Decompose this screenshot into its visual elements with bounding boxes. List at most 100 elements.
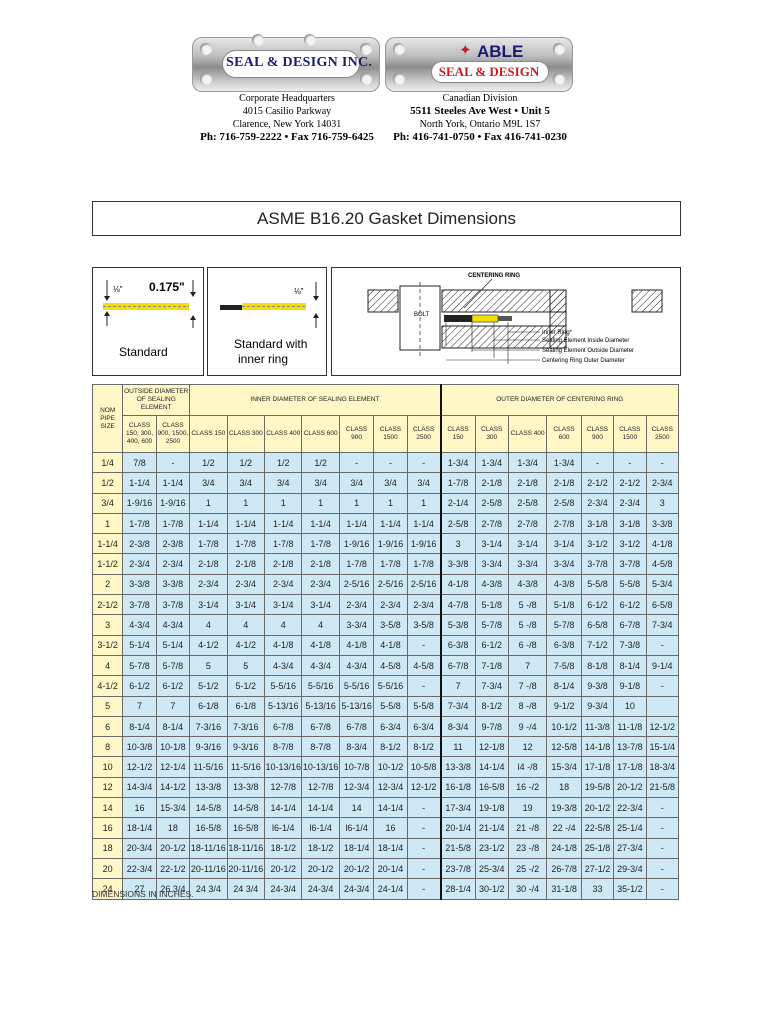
dimension-cell: 6-3/4 xyxy=(373,715,408,738)
dimension-cell: 4-3/4 xyxy=(264,654,303,677)
dimension-cell: 3-3/4 xyxy=(507,553,548,575)
dimension-cell: 7/8 xyxy=(122,451,157,474)
dimension-cell: 2-3/4 xyxy=(338,594,375,616)
dimension-cell: 14 xyxy=(338,797,375,819)
dimension-cell: 12-1/2 xyxy=(406,776,442,799)
dimension-cell: 3-3/8 xyxy=(439,553,476,575)
dimension-cell: 1-3/4 xyxy=(546,451,582,474)
dimension-cell: 24-3/4 xyxy=(264,878,303,900)
dimension-cell: 3-1/4 xyxy=(264,594,303,616)
dimension-cell: 7 xyxy=(155,695,191,717)
dimension-cell: 7-3/4 xyxy=(645,614,680,636)
dimension-cell: 3-1/8 xyxy=(613,512,647,535)
dimension-cell: 8-1/2 xyxy=(406,736,442,758)
dimension-cell: 17-1/8 xyxy=(613,756,647,778)
dimension-cell: 4-5/8 xyxy=(645,553,680,575)
dimension-cell: 12-1/2 xyxy=(122,756,157,778)
dimension-cell: 20-11/16 xyxy=(189,857,228,880)
dimension-cell: 3-1/4 xyxy=(226,594,266,616)
dimension-cell: 4-1/8 xyxy=(338,634,375,656)
dimension-cell: 30 -/4 xyxy=(507,878,548,900)
hq-title: Corporate Headquarters xyxy=(239,93,335,104)
dimension-cell: 2-3/4 xyxy=(189,573,228,596)
dimension-cell: 6 -/8 xyxy=(507,634,548,656)
dimension-cell: 1-1/4 xyxy=(406,512,442,535)
dimension-cell: 21-5/8 xyxy=(439,837,476,859)
dimension-cell: 9-7/8 xyxy=(474,715,509,738)
dimension-cell: 5 xyxy=(189,654,228,677)
dimension-cell: 18-1/2 xyxy=(264,837,303,859)
dimension-cell: 4-1/2 xyxy=(226,634,266,656)
dimension-cell: 3-1/4 xyxy=(189,594,228,616)
id-class-header: CLASS 300 xyxy=(226,415,266,453)
dimension-cell: - xyxy=(645,837,680,859)
dimension-cell: 16-1/8 xyxy=(439,776,476,799)
dimension-cell: 1-7/8 xyxy=(406,553,442,575)
dimension-cell: 15-1/4 xyxy=(645,736,680,758)
dimension-cell: 14-1/4 xyxy=(474,756,509,778)
dimension-cell: 3-7/8 xyxy=(155,594,191,616)
dimension-cell: 3 xyxy=(439,533,476,555)
gasket-dimensions-table: NOM PIPE SIZE OUTSIDE DIAMETER OF SEALIN… xyxy=(91,384,680,900)
dimension-cell: 6-3/8 xyxy=(546,634,582,656)
dimension-cell: 23-1/2 xyxy=(474,837,509,859)
dimension-cell: 23 -/8 xyxy=(507,837,548,859)
flange-cross-section-diagram: CENTERING RING BOLT Inner Ring* Sealing … xyxy=(331,267,681,376)
dimension-cell: 10-5/8 xyxy=(406,756,442,778)
dimension-cell: 6-7/8 xyxy=(439,654,476,677)
dimension-cell: 1-1/4 xyxy=(189,512,228,535)
dimension-cell: - xyxy=(373,451,408,474)
dimension-cell: 16-5/8 xyxy=(474,776,509,799)
dimension-cell: 6-1/2 xyxy=(580,594,615,616)
dimension-cell: - xyxy=(406,817,442,839)
cr-class-header: CLASS 400 xyxy=(507,415,548,453)
dimension-cell: 6-1/2 xyxy=(122,675,157,697)
canada-line1: 5511 Steeles Ave West • Unit 5 xyxy=(410,105,550,117)
dimension-cell: 5-13/16 xyxy=(338,695,375,717)
id-class-header: CLASS 2500 xyxy=(406,415,442,453)
header-od-centering: OUTER DIAMETER OF CENTERING RING xyxy=(439,384,679,416)
dimension-cell: 2-3/8 xyxy=(122,533,157,555)
dimension-cell: 12-7/8 xyxy=(264,776,303,799)
dimension-cell: 28-1/4 xyxy=(439,878,476,900)
dimension-cell: 5-3/4 xyxy=(645,573,680,596)
nom-pipe-size-cell: 8 xyxy=(91,736,124,758)
dimension-cell: 8-1/2 xyxy=(474,695,509,717)
dimension-cell: 29-3/4 xyxy=(613,857,647,880)
dimension-cell: 14-1/2 xyxy=(155,776,191,799)
dimension-cell: 7 xyxy=(439,675,476,697)
dimension-cell: - xyxy=(406,837,442,859)
dimension-cell: 14-1/4 xyxy=(301,797,340,819)
dimension-cell: 26 3/4 xyxy=(155,878,191,900)
dimension-cell: 6-7/8 xyxy=(613,614,647,636)
dimension-cell: 18 xyxy=(155,817,191,839)
dimension-cell: 1/2 xyxy=(301,451,340,474)
legend-inner-ring: Inner Ring* xyxy=(542,330,573,336)
dimension-cell: 4 xyxy=(301,614,340,636)
dimension-cell: 12 xyxy=(507,736,548,758)
dimension-cell: 6-1/2 xyxy=(613,594,647,616)
dimension-cell: 10-13/16 xyxy=(264,756,303,778)
cr-class-header: CLASS 1500 xyxy=(613,415,647,453)
dimension-cell: 21-1/4 xyxy=(474,817,509,839)
dimension-cell: 8-1/4 xyxy=(122,715,157,738)
dimension-cell: 1 xyxy=(338,492,375,514)
dimension-cell: 6-7/8 xyxy=(301,715,340,738)
dimension-cell: 4-1/8 xyxy=(373,634,408,656)
dimension-cell: 2-5/8 xyxy=(507,492,548,514)
dimension-cell: 19-5/8 xyxy=(580,776,615,799)
dimension-cell: 5-5/8 xyxy=(580,573,615,596)
dimension-cell: 1/2 xyxy=(264,451,303,474)
dimension-cell: 4 xyxy=(264,614,303,636)
dimension-cell: 4-1/8 xyxy=(439,573,476,596)
dimension-cell: 25-1/8 xyxy=(580,837,615,859)
dimension-cell: 12-3/4 xyxy=(373,776,408,799)
dimension-cell: 1-9/16 xyxy=(373,533,408,555)
dimension-cell: - xyxy=(155,451,191,474)
dimension-cell: - xyxy=(645,857,680,880)
